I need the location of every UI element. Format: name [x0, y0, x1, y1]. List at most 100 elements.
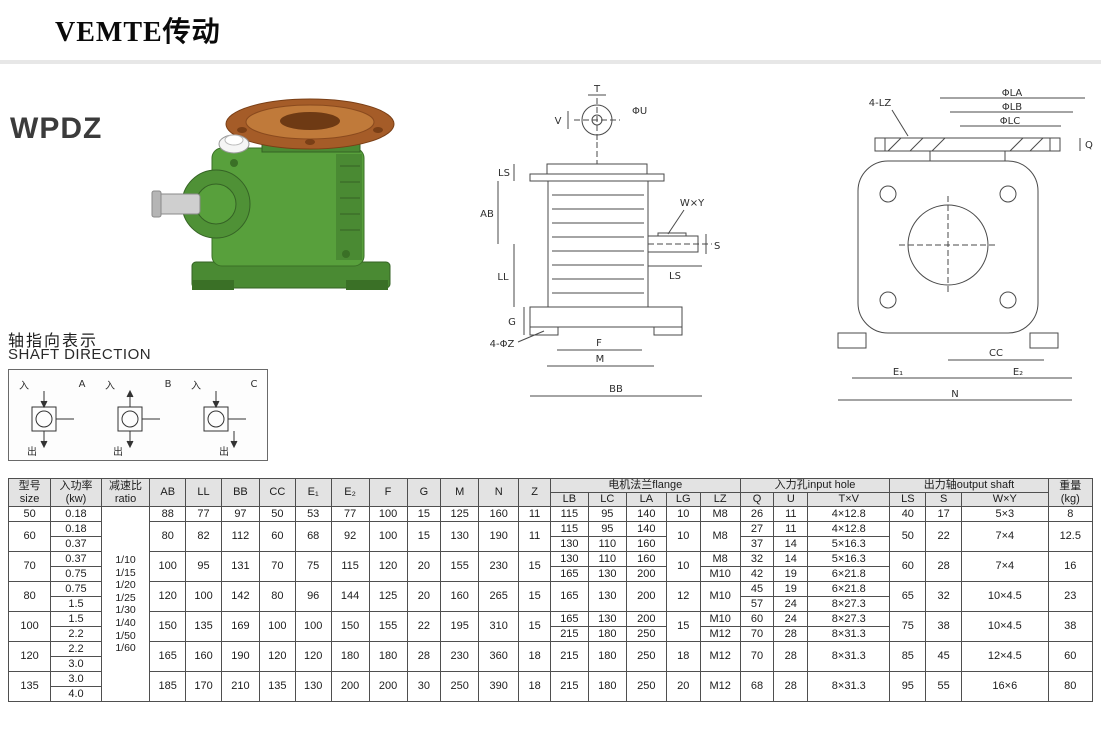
spec-cell: 169: [220, 611, 260, 643]
front-view-drawing: T V ΦU LS AB LL G W×Y S LS F M BB 4-ΦZ: [480, 84, 720, 397]
spec-cell: 200: [625, 581, 667, 613]
out-label: 出: [219, 445, 229, 457]
spec-cell: 97: [220, 506, 260, 523]
spec-cell: 100: [149, 551, 187, 583]
spec-cell: 7×4: [961, 521, 1049, 553]
dim-label-ab: AB: [480, 209, 494, 220]
dim-label-s: S: [714, 241, 720, 252]
spec-cell: 115: [330, 551, 370, 583]
spec-cell: M10: [699, 566, 741, 583]
spec-header-cell: 减速比 ratio: [100, 477, 151, 508]
spec-cell: 70: [739, 641, 775, 673]
out-label: 出: [113, 445, 123, 457]
spec-cell: 28: [773, 626, 809, 643]
spec-cell: 38: [925, 611, 963, 643]
spec-header-cell: LG: [665, 492, 701, 508]
spec-cell: 2.2: [50, 626, 102, 643]
spec-cell: 100: [368, 506, 408, 523]
spec-cell: 160: [625, 536, 667, 553]
spec-cell: 180: [587, 671, 627, 703]
spec-cell: 60: [889, 551, 927, 583]
spec-cell: 230: [478, 551, 520, 583]
spec-cell: 60: [1047, 641, 1094, 673]
shaft-variant-b: B 入 出: [105, 379, 172, 457]
spec-header-cell: 入功率 (kw): [50, 477, 102, 508]
shaft-direction-box: A 入 出 B 入 出: [8, 369, 268, 461]
spec-cell: 100: [185, 581, 222, 613]
spec-cell: 50: [889, 521, 927, 553]
spec-cell: 100: [258, 611, 296, 643]
spec-cell: 200: [625, 566, 667, 583]
spec-cell: 265: [478, 581, 520, 613]
spec-cell: 130: [587, 611, 627, 628]
spec-cell: M12: [699, 641, 741, 673]
spec-cell: M8: [699, 521, 741, 553]
shaft-variant-c: C 入 出: [191, 379, 258, 457]
spec-cell: 4×12.8: [807, 506, 891, 523]
spec-cell: 45: [739, 581, 775, 598]
spec-cell: 142: [220, 581, 260, 613]
spec-cell: 360: [478, 641, 520, 673]
spec-cell: 130: [440, 521, 480, 553]
spec-cell: 10×4.5: [961, 611, 1049, 643]
dim-label-e1: E₁: [893, 367, 903, 378]
spec-cell: 50: [258, 506, 296, 523]
dim-label-lc: ΦLC: [1000, 116, 1020, 127]
spec-cell: 195: [440, 611, 480, 643]
spec-cell: 0.18: [50, 506, 102, 523]
spec-cell: 17: [925, 506, 963, 523]
in-label: 入: [19, 381, 29, 392]
spec-cell: 0.37: [50, 536, 102, 553]
spec-cell: 4.0: [50, 686, 102, 703]
table-row: 4.0: [9, 686, 1093, 703]
spec-cell: 10: [665, 551, 701, 583]
spec-cell: 23: [1047, 581, 1094, 613]
spec-cell: M10: [699, 611, 741, 628]
spec-cell: 12.5: [1047, 521, 1094, 553]
dim-label-wxy: W×Y: [680, 198, 705, 209]
spec-cell: 4×12.8: [807, 521, 891, 538]
spec-cell: 14: [773, 551, 809, 568]
spec-cell: 165: [549, 581, 589, 613]
spec-cell: 180: [368, 641, 408, 673]
spec-cell: 8×31.3: [807, 626, 891, 643]
spec-cell: 60: [7, 521, 52, 553]
spec-cell: 0.75: [50, 581, 102, 598]
spec-header-cell: BB: [220, 477, 260, 508]
spec-cell: 100: [368, 521, 408, 553]
spec-cell: 160: [440, 581, 480, 613]
spec-cell: 15: [406, 521, 442, 553]
spec-cell: 57: [739, 596, 775, 613]
spec-header-cell: 出力轴output shaft: [889, 477, 1049, 494]
spec-cell: 110: [587, 536, 627, 553]
spec-cell: 135: [258, 671, 296, 703]
spec-cell: 60: [258, 521, 296, 553]
spec-cell: 15: [518, 551, 551, 583]
spec-cell: 32: [739, 551, 775, 568]
spec-cell: 14: [773, 536, 809, 553]
spec-cell: 18: [518, 671, 551, 703]
spec-cell: 210: [220, 671, 260, 703]
shaft-direction-title-zh: 轴指向表示: [8, 333, 99, 350]
spec-cell: 6×21.8: [807, 581, 891, 598]
dim-label-t: T: [593, 84, 601, 95]
spec-cell: 22: [406, 611, 442, 643]
spec-cell: 150: [330, 611, 370, 643]
dim-label-f: F: [596, 338, 602, 349]
spec-cell: 95: [889, 671, 927, 703]
spec-cell: 80: [149, 521, 187, 553]
spec-cell: 190: [220, 641, 260, 673]
spec-cell: 130: [549, 536, 589, 553]
spec-cell: 250: [625, 671, 667, 703]
spec-cell: 130: [294, 671, 332, 703]
spec-header-cell: LB: [549, 492, 589, 508]
spec-cell: 28: [773, 671, 809, 703]
spec-cell: 131: [220, 551, 260, 583]
shaft-direction-title-en: SHAFT DIRECTION: [8, 346, 152, 363]
spec-cell: 170: [185, 671, 222, 703]
spec-header-cell: 重量 (kg): [1047, 477, 1094, 508]
